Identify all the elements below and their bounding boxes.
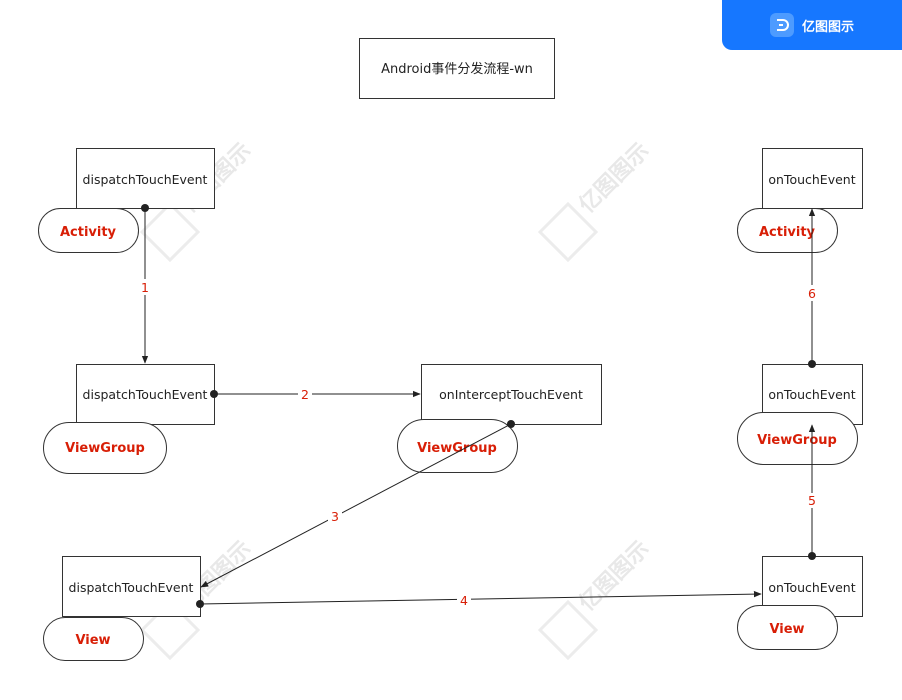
brand-name: 亿图图示	[801, 19, 854, 35]
tag-label: Activity	[60, 225, 117, 240]
edge-start-dot	[141, 204, 149, 212]
edge-start-dot	[808, 552, 816, 560]
edge-label: 5	[808, 493, 816, 508]
tag-view[interactable]: View	[737, 605, 838, 650]
edge-label: 6	[808, 286, 816, 301]
node-label: dispatchTouchEvent	[69, 580, 194, 595]
edge-4[interactable]: 4	[196, 590, 762, 608]
node-label: onTouchEvent	[768, 172, 855, 187]
tag-label: ViewGroup	[65, 441, 145, 456]
watermark-logo-icon	[139, 201, 201, 263]
node-viewgroup-dispatch[interactable]: dispatchTouchEvent	[76, 364, 215, 425]
edge-1[interactable]: 1	[139, 204, 151, 364]
node-label: dispatchTouchEvent	[83, 387, 208, 402]
tag-activity[interactable]: Activity	[737, 208, 838, 253]
edge-start-dot	[196, 600, 204, 608]
watermark-text: 亿图图示	[575, 138, 655, 218]
tag-viewgroup[interactable]: ViewGroup	[737, 412, 858, 465]
diagram-title[interactable]: Android事件分发流程-wn	[359, 38, 555, 99]
edge-label: 1	[141, 280, 149, 295]
node-label: onTouchEvent	[768, 387, 855, 402]
tag-label: View	[75, 633, 110, 648]
tag-activity[interactable]: Activity	[38, 208, 139, 253]
tag-label: View	[769, 622, 804, 637]
tag-label: ViewGroup	[757, 433, 837, 448]
edge-label: 3	[331, 509, 339, 524]
node-label: onTouchEvent	[768, 580, 855, 595]
node-activity-ontouch[interactable]: onTouchEvent	[762, 148, 863, 209]
tag-viewgroup[interactable]: ViewGroup	[43, 422, 167, 474]
edraw-logo-icon	[769, 13, 794, 37]
edge-label: 4	[460, 593, 468, 608]
edge-3[interactable]: 3	[200, 420, 515, 588]
node-activity-dispatch[interactable]: dispatchTouchEvent	[76, 148, 215, 209]
watermark-logo-icon	[537, 201, 599, 263]
tag-label: Activity	[759, 225, 816, 240]
tag-view[interactable]: View	[43, 617, 144, 661]
node-view-dispatch[interactable]: dispatchTouchEvent	[62, 556, 201, 617]
diagram-title-text: Android事件分发流程-wn	[381, 61, 533, 77]
edge-label: 2	[301, 387, 309, 402]
edge-start-dot	[210, 390, 218, 398]
watermark-text: 亿图图示	[575, 536, 655, 616]
edge-5[interactable]: 5	[805, 424, 819, 560]
brand-badge[interactable]: 亿图图示	[722, 0, 902, 50]
edge-start-dot	[808, 360, 816, 368]
node-label: dispatchTouchEvent	[83, 172, 208, 187]
watermark-logo-icon	[537, 599, 599, 661]
node-label: onInterceptTouchEvent	[439, 387, 583, 402]
tag-label: ViewGroup	[417, 441, 497, 456]
node-viewgroup-intercept[interactable]: onInterceptTouchEvent	[421, 364, 602, 425]
edge-start-dot	[507, 420, 515, 428]
edge-2[interactable]: 2	[210, 387, 421, 402]
tag-viewgroup[interactable]: ViewGroup	[397, 419, 518, 473]
watermark: 亿图图示	[537, 138, 655, 263]
edge-6[interactable]: 6	[805, 208, 819, 368]
